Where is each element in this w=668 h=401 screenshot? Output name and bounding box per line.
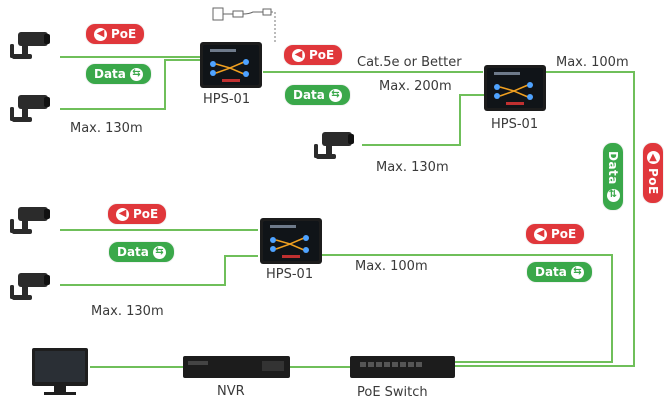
cctv-camera-icon [10, 273, 50, 300]
data-tag: Data⇆ [86, 64, 151, 84]
hps-label: HPS-01 [266, 267, 314, 282]
double-arrow-circle-icon: ⇆ [152, 245, 166, 259]
cctv-camera-icon [10, 32, 50, 59]
poe-switch-device [350, 356, 455, 378]
poe-tag: ◀PoE [108, 204, 167, 224]
distance-label: Max. 100m [355, 259, 428, 274]
cctv-camera-icon [314, 132, 354, 159]
cable-cam5 [60, 255, 258, 286]
monitor-icon [32, 348, 88, 395]
double-arrow-circle-icon: ⇆ [328, 88, 342, 102]
data-tag: Data⇆ [285, 85, 350, 105]
data-tag: Data⇆ [527, 262, 592, 282]
cable-hps3 [322, 254, 613, 363]
data-tag: Data⇆ [109, 242, 174, 262]
cable-cam3 [362, 94, 484, 146]
distance-label: Max. 100m [556, 55, 629, 70]
power-adapter-icon [212, 7, 276, 42]
hps-device [199, 41, 263, 89]
nvr-device [183, 356, 290, 378]
hps-label: HPS-01 [203, 92, 251, 107]
poe-tag-vertical: ▲PoE [643, 143, 663, 203]
poe-tag: ◀PoE [284, 45, 343, 65]
nvr-label: NVR [217, 384, 245, 399]
double-arrow-circle-icon: ⇆ [129, 67, 143, 81]
hps-device [259, 217, 323, 265]
distance-label: Max. 130m [91, 304, 164, 319]
cable-spec-label: Cat.5e or Better [357, 55, 462, 70]
cctv-camera-icon [10, 207, 50, 234]
hps-label: HPS-01 [491, 117, 539, 132]
double-arrow-circle-icon: ⇅ [606, 188, 620, 202]
poe-switch-label: PoE Switch [357, 385, 428, 400]
distance-label: Max. 130m [70, 121, 143, 136]
arrow-left-circle-icon: ◀ [292, 48, 305, 62]
arrow-left-circle-icon: ◀ [94, 27, 107, 41]
data-tag-vertical: Data⇅ [603, 143, 623, 210]
arrow-left-circle-icon: ◀ [534, 227, 547, 241]
hps-device [483, 64, 547, 112]
cable-uplink [455, 71, 635, 367]
arrow-left-circle-icon: ▲ [646, 151, 660, 164]
arrow-left-circle-icon: ◀ [116, 207, 129, 221]
cable-lines [60, 56, 635, 368]
cable-cam2 [60, 59, 200, 110]
poe-tag: ◀PoE [526, 224, 585, 244]
distance-label: Max. 130m [376, 160, 449, 175]
cctv-camera-icon [10, 95, 50, 122]
poe-tag: ◀PoE [86, 24, 145, 44]
distance-label: Max. 200m [379, 79, 452, 94]
double-arrow-circle-icon: ⇆ [570, 265, 584, 279]
